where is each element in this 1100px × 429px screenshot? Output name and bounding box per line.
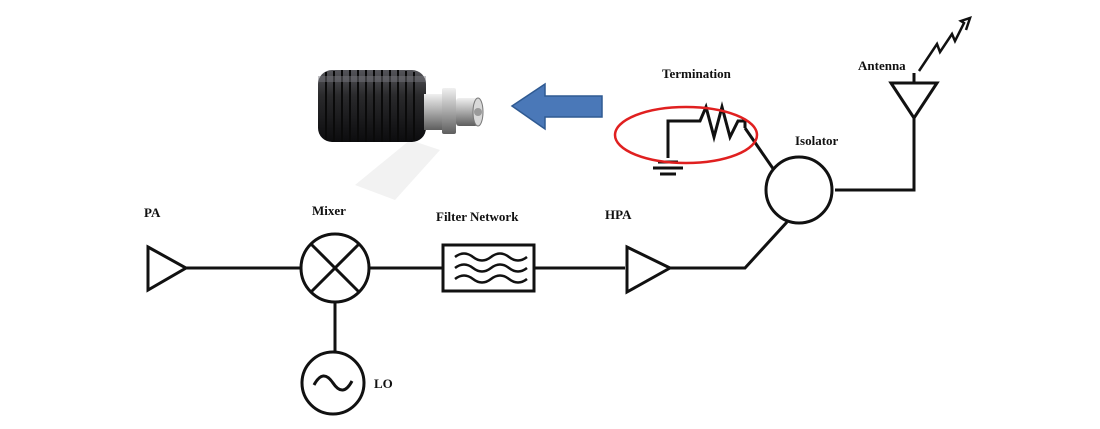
left-arrow-icon [510, 82, 603, 131]
label-hpa: HPA [605, 207, 632, 222]
antenna-symbol [888, 73, 940, 121]
highlight-ellipse [613, 105, 759, 165]
pa-amplifier-symbol [146, 244, 190, 293]
label-mixer: Mixer [312, 203, 346, 218]
label-lo: LO [374, 376, 393, 391]
label-pa: PA [144, 205, 161, 220]
termination-resistor-symbol [666, 101, 747, 158]
filter-network-symbol [441, 243, 536, 293]
isolator-symbol [764, 155, 834, 225]
hpa-amplifier-symbol [625, 244, 674, 295]
termination-photo [318, 70, 484, 200]
lo-oscillator-symbol [300, 350, 366, 416]
label-filter-network: Filter Network [436, 209, 519, 224]
mixer-symbol [299, 232, 371, 304]
label-antenna: Antenna [858, 58, 906, 73]
label-termination: Termination [662, 66, 731, 81]
signal-lines [186, 118, 916, 353]
heatsink-fins [318, 70, 426, 142]
label-isolator: Isolator [795, 133, 839, 148]
radiation-zigzag-icon [917, 16, 972, 72]
n-connector [424, 88, 484, 134]
